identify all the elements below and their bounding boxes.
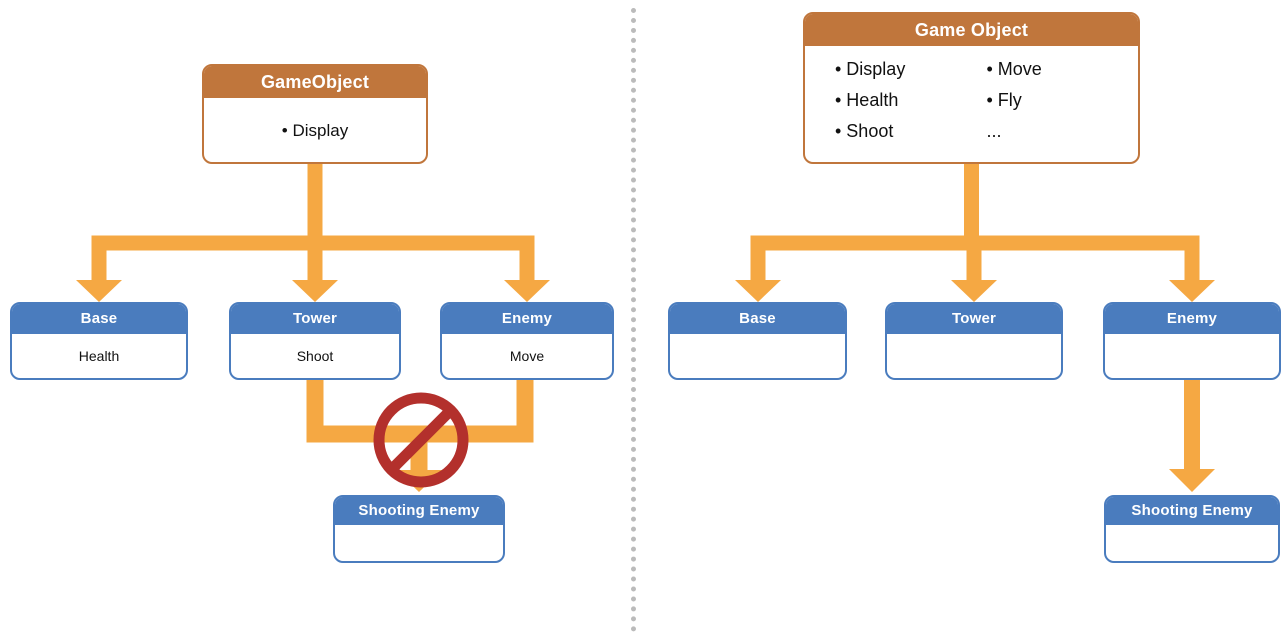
left-node-gameobject: GameObject • Display: [202, 64, 428, 164]
right-game-object-item: • Health: [835, 90, 899, 110]
right-game-object-item: ...: [986, 121, 1002, 141]
right-tree-connectors: [735, 164, 1215, 302]
left-node-tower: Tower Shoot: [229, 302, 401, 380]
right-node-enemy: Enemy: [1103, 302, 1281, 380]
right-game-object-item: • Display: [835, 59, 906, 79]
right-node-shooting-enemy-title: Shooting Enemy: [1106, 497, 1278, 525]
right-game-object-column-2: • Move • Fly ...: [987, 54, 1139, 147]
left-node-shooting-enemy: Shooting Enemy: [333, 495, 505, 563]
left-gameobject-item: • Display: [281, 121, 349, 140]
right-game-object-column-1: • Display • Health • Shoot: [835, 54, 987, 147]
no-prohibition-icon: [373, 392, 469, 488]
right-game-object-item: • Move: [986, 59, 1042, 79]
left-tree-connectors: [76, 164, 550, 302]
right-node-base: Base: [668, 302, 847, 380]
left-node-base-title: Base: [12, 304, 186, 334]
left-node-enemy-title: Enemy: [442, 304, 612, 334]
left-node-enemy: Enemy Move: [440, 302, 614, 380]
right-node-tower-title: Tower: [887, 304, 1061, 334]
left-node-base: Base Health: [10, 302, 188, 380]
right-game-object-item: • Fly: [986, 90, 1022, 110]
left-tower-item: Shoot: [296, 348, 334, 364]
right-node-enemy-title: Enemy: [1105, 304, 1279, 334]
left-node-tower-title: Tower: [231, 304, 399, 334]
divider-dotted-line: [631, 8, 636, 632]
right-node-shooting-enemy: Shooting Enemy: [1104, 495, 1280, 563]
left-node-gameobject-title: GameObject: [204, 66, 426, 98]
left-base-item: Health: [78, 348, 120, 364]
right-enemy-to-shooting-connector: [1169, 380, 1215, 492]
right-node-base-title: Base: [670, 304, 845, 334]
right-game-object-item: • Shoot: [835, 121, 894, 141]
left-enemy-item: Move: [509, 348, 545, 364]
right-node-game-object: Game Object • Display • Health • Shoot •…: [803, 12, 1140, 164]
right-node-tower: Tower: [885, 302, 1063, 380]
right-node-game-object-title: Game Object: [805, 14, 1138, 46]
left-node-shooting-enemy-title: Shooting Enemy: [335, 497, 503, 525]
